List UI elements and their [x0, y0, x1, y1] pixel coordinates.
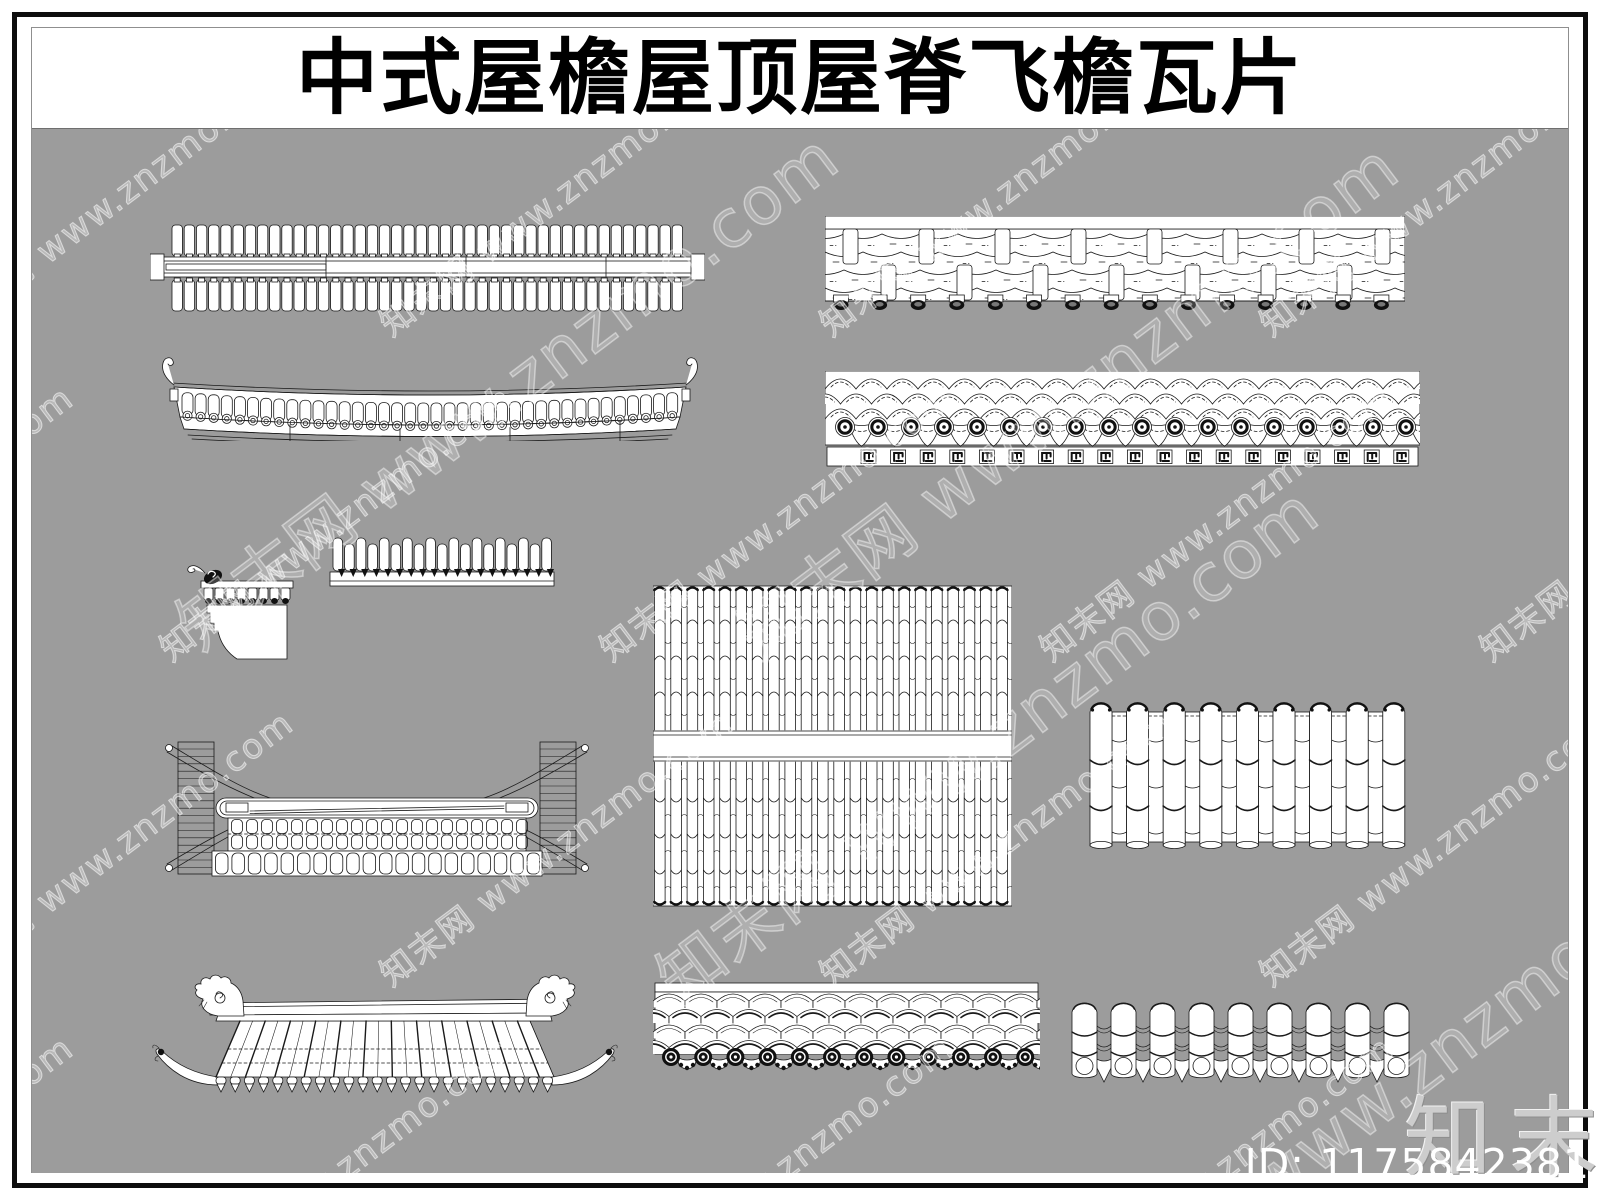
drawing-double-slope-tile-roof-plan: [653, 584, 1012, 908]
title-band: 中式屋檐屋顶屋脊飞檐瓦片: [32, 28, 1568, 128]
watermark-text: 知末网 www.znzmo.com: [32, 377, 82, 670]
drawing-tube-tile-panel: [1088, 696, 1418, 849]
drawing-small-tile-eave-strip: [328, 534, 556, 593]
drawing-roof-ridge-tiles-plan: [150, 223, 705, 313]
watermark-text: 知末网 www.znzmo.com: [32, 1021, 82, 1173]
drawing-arched-tile-strip-end-caps: [653, 981, 1040, 1078]
drawing-gable-corner-scroll: [183, 561, 298, 663]
drawing-board: 知末网 www.znzmo.com 知末网 www.znzmo.com 知末网 ww…: [32, 128, 1568, 1173]
drawing-ridge-elevation-beast-finials: [152, 973, 618, 1093]
page-title: 中式屋檐屋顶屋脊飞檐瓦片: [295, 33, 1304, 124]
drawing-eave-tile-courses-strip: [825, 216, 1405, 313]
image-id: ID: 1175842381: [1244, 1140, 1590, 1188]
drawing-hip-roof-plan-swept-corners: [152, 736, 602, 879]
drawing-scalloped-eave-fret-band: [825, 371, 1420, 468]
drawing-tube-tile-strip-drips: [1068, 996, 1428, 1091]
drawing-upturned-eave-elevation: [158, 351, 702, 441]
outer-border: [12, 12, 1588, 1188]
watermark-text: 知末网 www.znzmo.com: [1472, 377, 1568, 670]
znzmo-brand-logo: 知末: [1404, 1087, 1600, 1190]
